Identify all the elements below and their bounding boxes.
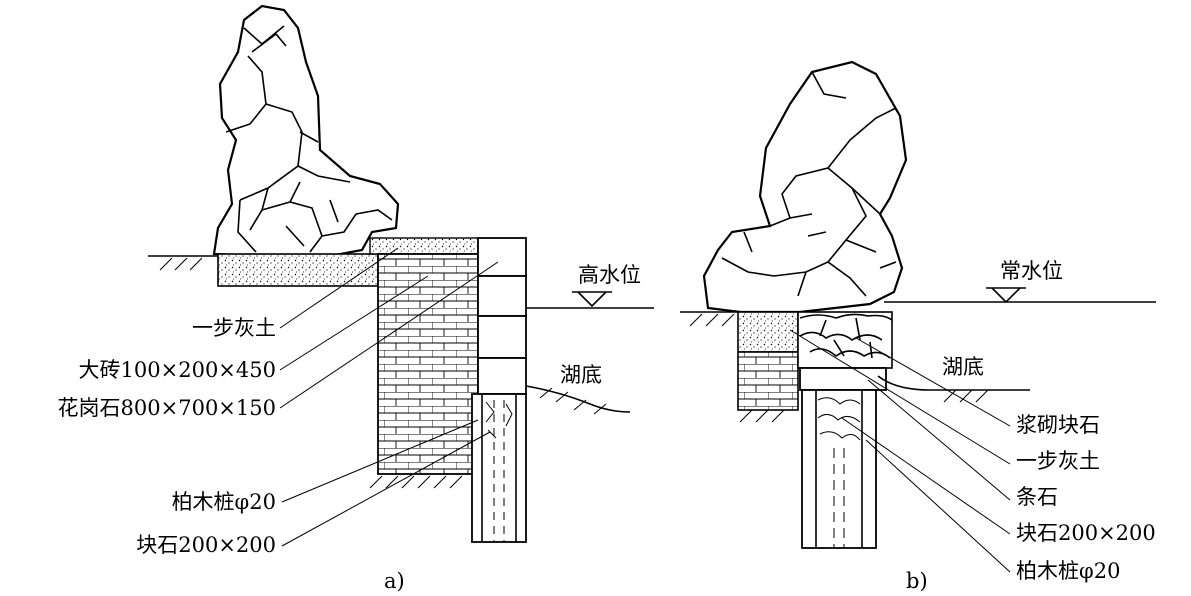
rockery-a: [212, 4, 400, 258]
label-granite-a: 花岗石800×700×150: [58, 396, 276, 420]
caption-b: b): [906, 569, 928, 593]
granite-blocks-a: [477, 237, 527, 395]
lime-soil-cap-a: [369, 237, 479, 255]
leader-lines-a: [279, 247, 499, 547]
ground-hatch-base-a: [369, 475, 463, 489]
label-lime-soil-a: 一步灰土: [192, 316, 276, 340]
water-level-label-a: 高水位: [578, 263, 641, 287]
label-pile-b: 柏木桩φ20: [1016, 559, 1120, 583]
ground-left-b: [680, 311, 738, 327]
label-rubble-a: 块石200×200: [136, 533, 276, 557]
lake-bed-label-b: 湖底: [942, 355, 984, 379]
water-level-label-b: 常水位: [1000, 259, 1063, 283]
brick-base-b: [737, 351, 799, 411]
rockery-b: [702, 60, 908, 314]
lake-bed-label-a: 湖底: [560, 363, 602, 387]
label-lime-soil-b: 一步灰土: [1016, 449, 1100, 473]
ground-hatch-base-b: [739, 409, 785, 423]
water-level-a: 高水位: [526, 263, 654, 309]
label-rubble-b: 块石200×200: [1016, 521, 1156, 545]
mortar-rubble-b: [797, 311, 893, 369]
wooden-pile-b: [801, 389, 877, 549]
brick-wall-a: [377, 253, 479, 475]
lake-bed-b: 湖底: [877, 355, 1030, 403]
strip-stone-b: [799, 367, 887, 391]
figure-b: 常水位 湖底 浆砌块石 一步灰土 条石 块石200×200 柏木桩φ20 b): [680, 60, 1156, 593]
leader-lines-b: [789, 329, 1011, 573]
label-brick-a: 大砖100×200×450: [79, 358, 276, 382]
label-mortar-rubble-b: 浆砌块石: [1016, 413, 1100, 437]
wooden-pile-a: [471, 393, 527, 543]
lime-soil-layer-a: [217, 253, 379, 287]
water-level-b: 常水位: [884, 259, 1156, 304]
caption-a: a): [384, 569, 405, 593]
label-strip-stone-b: 条石: [1016, 485, 1058, 509]
lime-soil-layer-b: [737, 311, 799, 353]
label-pile-a: 柏木桩φ20: [172, 490, 276, 514]
figure-a: 高水位 湖底 一步灰土 大砖100×200×450 花岗石800×700×150…: [58, 4, 654, 593]
lake-bed-a: 湖底: [525, 363, 631, 415]
ground-left-a: [148, 255, 218, 271]
